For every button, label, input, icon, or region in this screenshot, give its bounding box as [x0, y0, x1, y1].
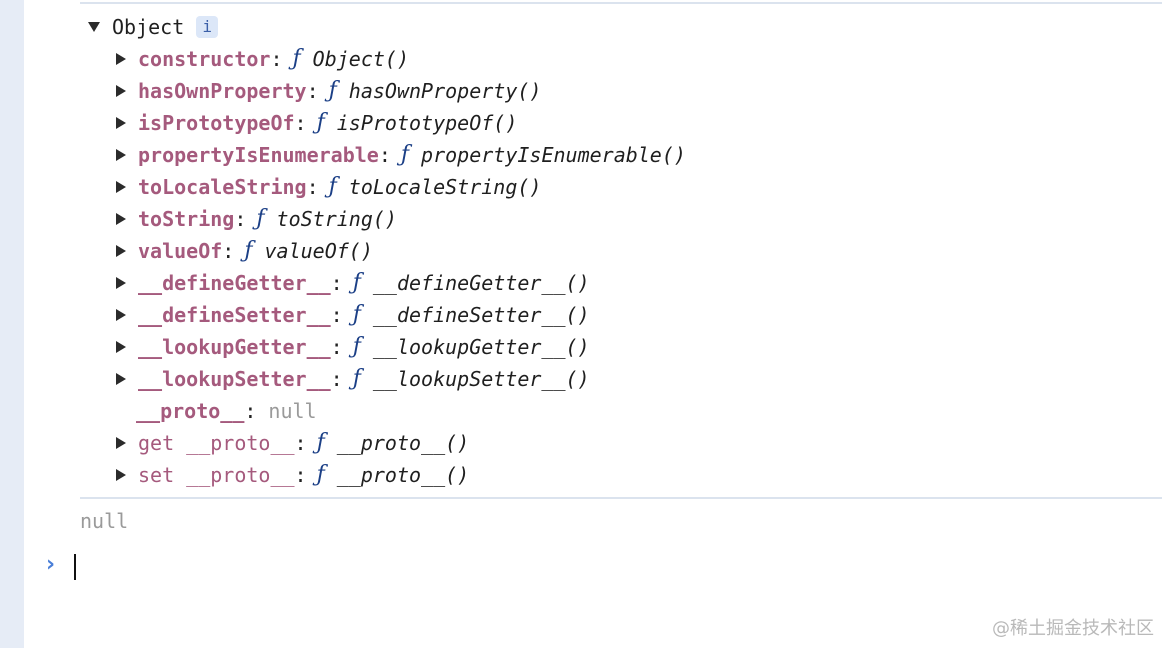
object-label: Object: [112, 15, 185, 39]
collapsed-triangle-icon[interactable]: [116, 53, 126, 65]
property-row[interactable]: __defineGetter__: ƒ __defineGetter__(): [114, 267, 590, 299]
property-value: __lookupSetter__(): [372, 367, 590, 391]
collapsed-triangle-icon[interactable]: [116, 309, 126, 321]
property-key: valueOf: [138, 239, 223, 263]
property-row[interactable]: __lookupGetter__: ƒ __lookupGetter__(): [114, 331, 590, 363]
property-key: constructor: [138, 47, 271, 71]
proto-row: __proto__: null: [136, 395, 317, 427]
collapsed-triangle-icon[interactable]: [116, 181, 126, 193]
function-icon: ƒ: [292, 46, 301, 71]
property-key: __lookupGetter__: [138, 335, 331, 359]
property-row[interactable]: valueOf: ƒ valueOf(): [114, 235, 373, 267]
property-key: propertyIsEnumerable: [138, 143, 379, 167]
collapsed-triangle-icon[interactable]: [116, 117, 126, 129]
collapsed-triangle-icon[interactable]: [116, 373, 126, 385]
message-divider-top: [80, 2, 1162, 4]
function-icon: ƒ: [352, 302, 361, 327]
property-key: __lookupSetter__: [138, 367, 331, 391]
property-value: toString(): [276, 207, 397, 231]
function-icon: ƒ: [256, 206, 265, 231]
property-row[interactable]: __lookupSetter__: ƒ __lookupSetter__(): [114, 363, 590, 395]
property-value: hasOwnProperty(): [348, 79, 542, 103]
function-icon: ƒ: [316, 462, 325, 487]
info-icon[interactable]: i: [196, 16, 219, 38]
property-value: toLocaleString(): [348, 175, 542, 199]
property-key: hasOwnProperty: [138, 79, 307, 103]
function-icon: ƒ: [352, 270, 361, 295]
collapsed-triangle-icon[interactable]: [116, 213, 126, 225]
property-key: __defineSetter__: [138, 303, 331, 327]
function-icon: ƒ: [316, 430, 325, 455]
getter-key: get __proto__: [138, 431, 295, 455]
property-row[interactable]: toString: ƒ toString(): [114, 203, 397, 235]
function-icon: ƒ: [400, 142, 410, 167]
function-icon: ƒ: [328, 78, 337, 103]
property-row[interactable]: constructor: ƒ Object(): [114, 43, 409, 75]
collapsed-triangle-icon[interactable]: [116, 437, 126, 449]
property-value: Object(): [312, 47, 409, 71]
property-row[interactable]: propertyIsEnumerable: ƒ propertyIsEnumer…: [114, 139, 686, 171]
console-input-caret[interactable]: [74, 554, 76, 580]
property-key: toLocaleString: [138, 175, 307, 199]
watermark: @稀土掘金技术社区: [992, 618, 1154, 639]
function-icon: ƒ: [352, 334, 361, 359]
setter-value: __proto__(): [336, 463, 470, 487]
setter-row[interactable]: set __proto__: ƒ __proto__(): [114, 459, 469, 491]
message-divider: [80, 497, 1162, 499]
function-icon: ƒ: [244, 238, 253, 263]
function-icon: ƒ: [352, 366, 361, 391]
collapsed-triangle-icon[interactable]: [116, 245, 126, 257]
property-key: __defineGetter__: [138, 271, 331, 295]
property-value: valueOf(): [264, 239, 373, 263]
proto-value: null: [268, 399, 317, 423]
collapsed-triangle-icon[interactable]: [116, 341, 126, 353]
property-row[interactable]: __defineSetter__: ƒ __defineSetter__(): [114, 299, 590, 331]
collapsed-triangle-icon[interactable]: [116, 85, 126, 97]
property-key: isPrototypeOf: [138, 111, 295, 135]
function-icon: ƒ: [328, 174, 337, 199]
property-value: __lookupGetter__(): [372, 335, 590, 359]
console-left-gutter: [0, 0, 24, 648]
property-row[interactable]: isPrototypeOf: ƒ isPrototypeOf(): [114, 107, 517, 139]
property-value: __defineGetter__(): [372, 271, 590, 295]
property-value: propertyIsEnumerable(): [421, 143, 686, 167]
collapsed-triangle-icon[interactable]: [116, 469, 126, 481]
getter-row[interactable]: get __proto__: ƒ __proto__(): [114, 427, 469, 459]
function-icon: ƒ: [316, 110, 325, 135]
object-header[interactable]: Object i: [88, 11, 219, 43]
getter-value: __proto__(): [336, 431, 470, 455]
proto-key: __proto__: [136, 399, 245, 423]
collapsed-triangle-icon[interactable]: [116, 277, 126, 289]
console-result-null: null: [80, 509, 129, 533]
expanded-triangle-icon[interactable]: [88, 22, 100, 32]
property-value: isPrototypeOf(): [336, 111, 518, 135]
property-row[interactable]: toLocaleString: ƒ toLocaleString(): [114, 171, 541, 203]
collapsed-triangle-icon[interactable]: [116, 149, 126, 161]
property-value: __defineSetter__(): [372, 303, 590, 327]
property-row[interactable]: hasOwnProperty: ƒ hasOwnProperty(): [114, 75, 541, 107]
property-key: toString: [138, 207, 235, 231]
prompt-chevron-icon: ›: [46, 552, 56, 577]
setter-key: set __proto__: [138, 463, 295, 487]
